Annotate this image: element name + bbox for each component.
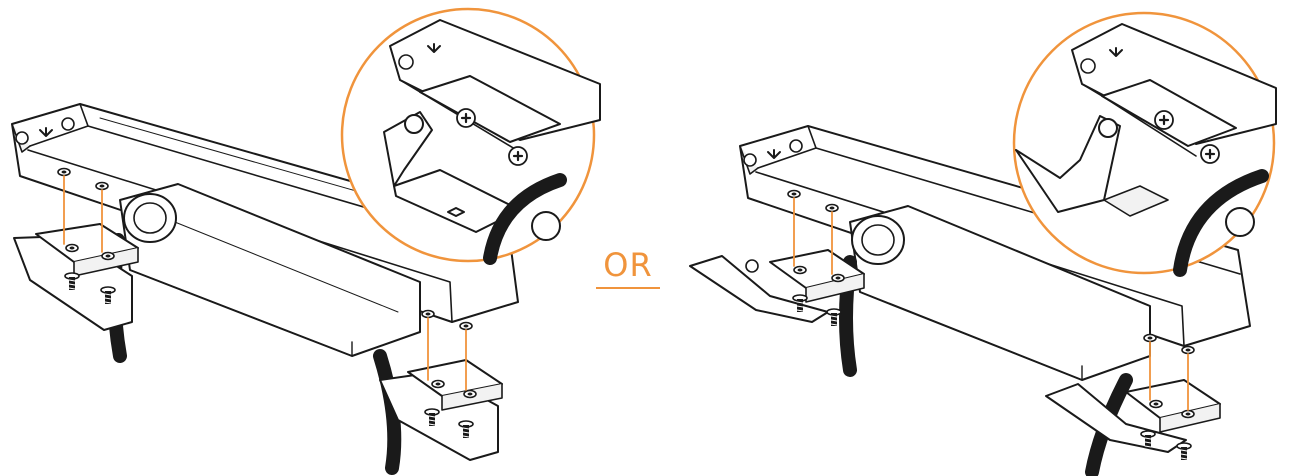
- option-left-detail-circle: [340, 7, 601, 265]
- option-right-detail-circle: [1012, 11, 1277, 277]
- or-separator-label: OR: [603, 246, 653, 284]
- option-left-fixture: [11, 103, 519, 475]
- or-separator-underline: [596, 287, 660, 289]
- option-right-fixture: [689, 125, 1251, 476]
